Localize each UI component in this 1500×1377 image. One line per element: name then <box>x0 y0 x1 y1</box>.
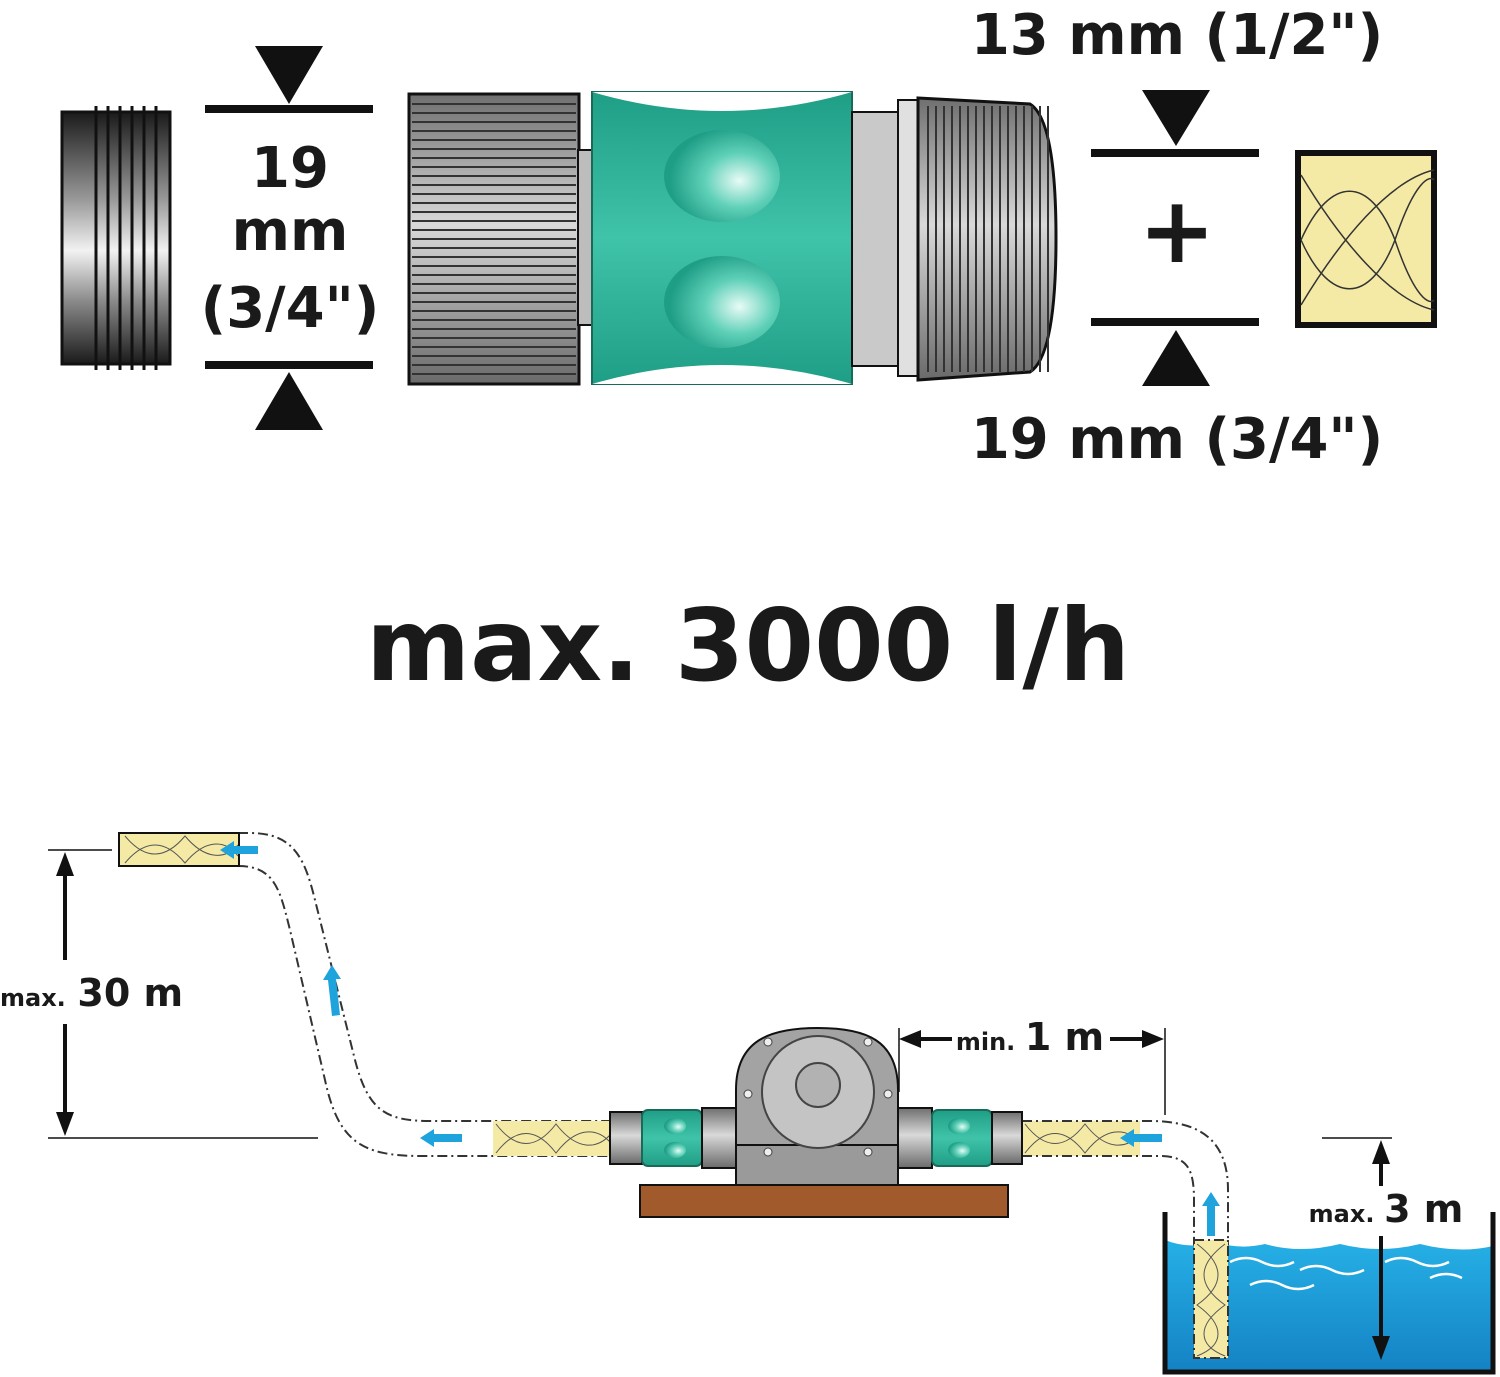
suction-depth-dimension: max. 3 m <box>1309 1137 1464 1360</box>
dimension-arrow-right-icon <box>1142 1030 1164 1048</box>
suction-depth-prefix: max. <box>1309 1200 1375 1228</box>
svg-text:max. 30 m: max. 30 m <box>0 971 183 1015</box>
outlet-connector-icon <box>609 1107 737 1169</box>
lift-height-dimension: max. 30 m <box>0 849 318 1139</box>
thread-size-unit: mm <box>232 199 349 264</box>
min-distance-value: 1 m <box>1025 1015 1104 1059</box>
inlet-connector-icon <box>897 1107 1023 1169</box>
min-distance-dimension: min. 1 m <box>898 1015 1166 1115</box>
flow-arrow-icon <box>220 841 1220 1236</box>
release-button-icon <box>664 256 780 348</box>
thread-size-dimension: 19 mm (3/4") <box>201 46 380 430</box>
dimension-arrow-down-icon <box>56 1112 74 1136</box>
outlet-hose <box>118 832 611 1157</box>
plus-sign: + <box>1138 177 1215 284</box>
dimension-arrow-down-icon <box>1142 90 1210 146</box>
water-tank-icon <box>1162 1212 1496 1375</box>
lift-height-prefix: max. <box>0 984 66 1012</box>
thread-size-inch: (3/4") <box>201 276 380 341</box>
suction-depth-value: 3 m <box>1384 1187 1463 1231</box>
dimension-arrow-up-icon <box>1142 330 1210 386</box>
quick-connector-icon <box>407 91 1058 386</box>
dimension-arrow-up-icon <box>255 372 323 430</box>
hose-section-icon <box>1295 150 1437 328</box>
thread-size-value: 19 <box>251 136 329 201</box>
hose-size-lower: 19 mm (3/4") <box>971 407 1383 472</box>
svg-text:min. 1 m: min. 1 m <box>956 1015 1104 1059</box>
dimension-arrow-down-icon <box>255 46 323 104</box>
hose-size-upper: 13 mm (1/2") <box>971 3 1383 68</box>
threaded-fitting-icon <box>60 106 172 370</box>
dimension-arrow-left-icon <box>899 1030 921 1048</box>
inlet-hose <box>1022 1120 1229 1250</box>
flow-rate-heading: max. 3000 l/h <box>366 587 1130 704</box>
lift-height-value: 30 m <box>77 971 183 1015</box>
pump-icon <box>735 1026 899 1186</box>
svg-text:max. 3 m: max. 3 m <box>1309 1187 1464 1231</box>
mounting-board <box>639 1184 1009 1218</box>
dimension-arrow-down-icon <box>1372 1336 1390 1360</box>
dimension-arrow-up-icon <box>1372 1140 1390 1164</box>
hose-size-dimension: 13 mm (1/2") + 19 mm (3/4") <box>971 3 1383 472</box>
release-button-icon <box>664 130 780 222</box>
dimension-arrow-up-icon <box>56 852 74 876</box>
min-distance-prefix: min. <box>956 1028 1015 1056</box>
